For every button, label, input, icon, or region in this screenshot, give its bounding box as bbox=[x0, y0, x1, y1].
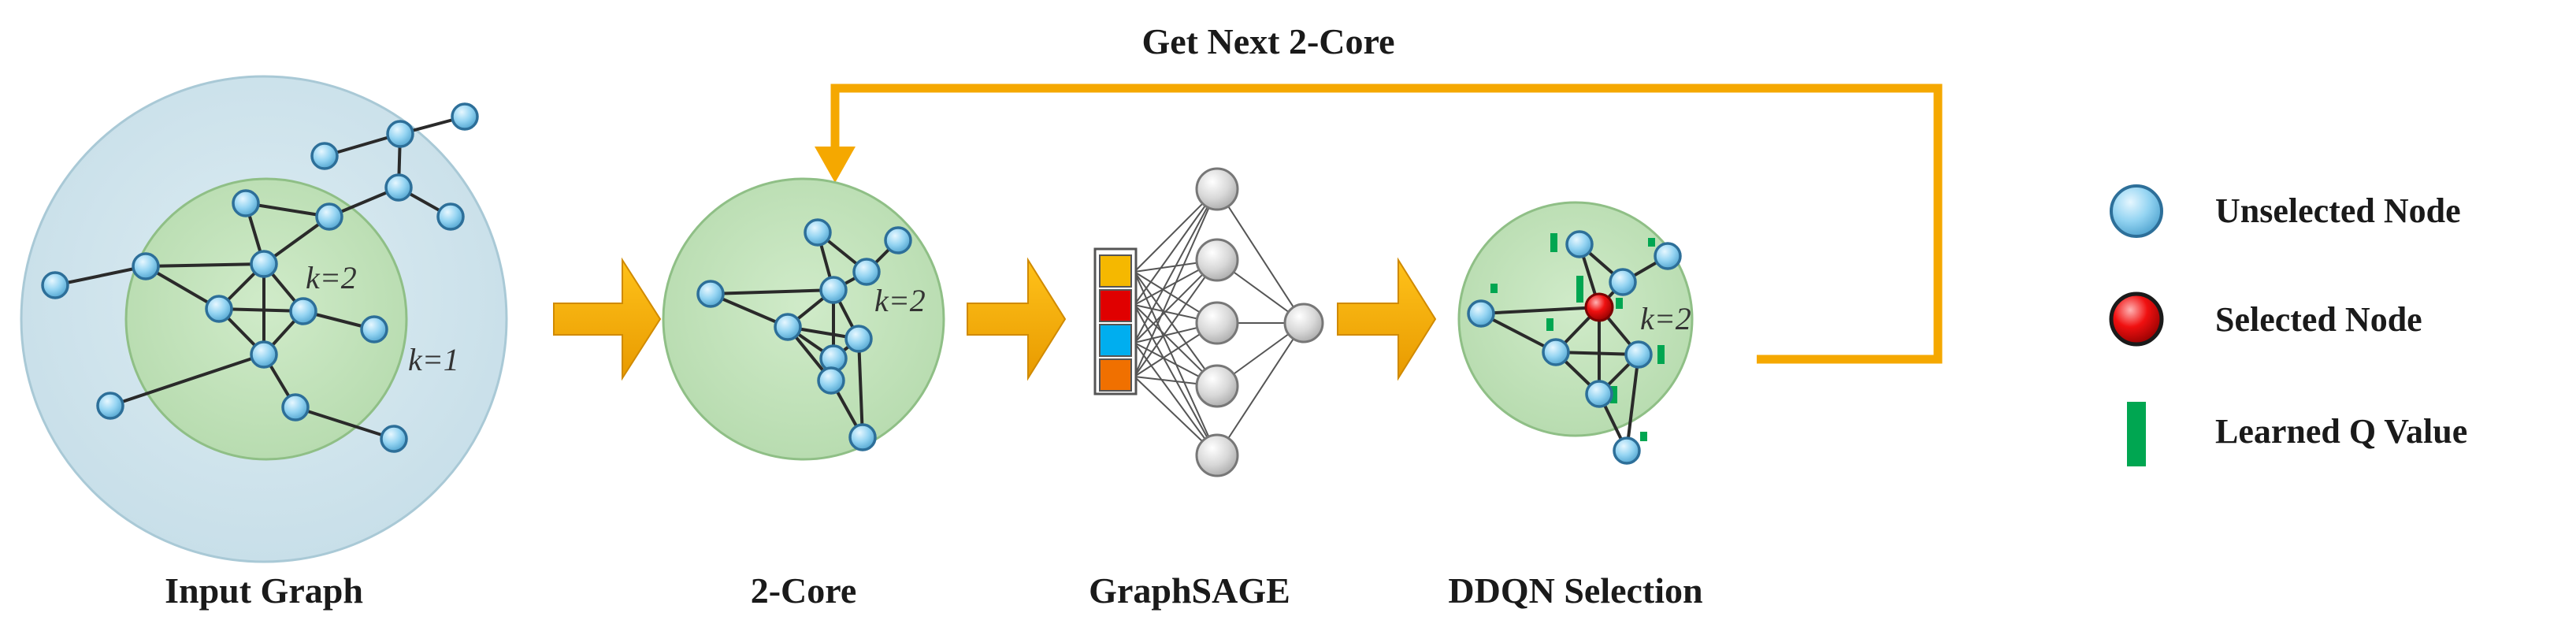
graph-node bbox=[380, 425, 408, 453]
q-value-bar bbox=[1490, 284, 1498, 293]
graph-node bbox=[1654, 242, 1682, 270]
neuron bbox=[1195, 301, 1239, 345]
feature-vector bbox=[1093, 247, 1138, 395]
graph-node bbox=[250, 250, 278, 278]
q-value-bar bbox=[1576, 276, 1583, 303]
step-arrow-3 bbox=[1337, 257, 1437, 381]
graph-node bbox=[1609, 268, 1637, 296]
graph-node bbox=[804, 218, 832, 247]
step-arrow-1 bbox=[553, 257, 662, 381]
neuron bbox=[1195, 238, 1239, 282]
q-value-bars bbox=[1490, 233, 1665, 441]
input-graph-nodes bbox=[41, 102, 479, 453]
feature-cell bbox=[1099, 358, 1132, 392]
hidden-layer bbox=[1195, 167, 1239, 477]
q-value-bar bbox=[1550, 233, 1557, 252]
caption-input-graph: Input Graph bbox=[165, 570, 363, 611]
graph-node bbox=[848, 423, 877, 451]
graph-node bbox=[696, 280, 725, 308]
legend-unselected-swatch bbox=[2110, 184, 2163, 238]
feature-cell bbox=[1099, 289, 1132, 322]
q-value-bar bbox=[1657, 345, 1665, 364]
loop-arrowhead bbox=[815, 147, 856, 183]
graph-node bbox=[315, 202, 343, 231]
q-value-bar bbox=[1648, 238, 1655, 247]
q-value-bar bbox=[1610, 386, 1617, 403]
graph-node bbox=[250, 340, 278, 369]
graph-node bbox=[384, 173, 413, 202]
neuron bbox=[1195, 433, 1239, 477]
k2-label: k=2 bbox=[1640, 301, 1691, 336]
graph-node bbox=[1613, 436, 1641, 465]
graph-node bbox=[844, 325, 873, 353]
ddqn-nodes bbox=[1467, 230, 1682, 465]
feature-cell bbox=[1099, 324, 1132, 357]
graph-node bbox=[132, 252, 160, 280]
graphsage-network bbox=[1093, 167, 1324, 477]
feature-cell bbox=[1099, 254, 1132, 288]
neuron bbox=[1195, 167, 1239, 211]
legend-unselected-label: Unselected Node bbox=[2215, 191, 2461, 230]
legend-selected-label: Selected Node bbox=[2215, 300, 2422, 339]
graph-node bbox=[1585, 380, 1613, 408]
graph-node bbox=[360, 315, 388, 343]
legend-selected-swatch bbox=[2109, 292, 2164, 347]
k1-label: k=1 bbox=[408, 342, 459, 377]
output-neuron bbox=[1283, 303, 1324, 343]
graph-node bbox=[386, 120, 414, 148]
graph-node bbox=[819, 276, 848, 304]
step-arrow-2 bbox=[967, 257, 1067, 381]
graph-node bbox=[205, 295, 233, 323]
graph-node bbox=[451, 102, 479, 131]
legend-qvalue-swatch bbox=[2127, 402, 2146, 466]
caption-two-core: 2-Core bbox=[751, 570, 857, 611]
input-graph: k=2 k=1 bbox=[20, 75, 508, 563]
graph-node bbox=[884, 226, 912, 254]
caption-ddqn: DDQN Selection bbox=[1448, 570, 1702, 611]
graph-node bbox=[310, 142, 339, 170]
k2-core-region bbox=[124, 177, 408, 461]
graph-node bbox=[232, 189, 260, 217]
graph-node bbox=[1542, 338, 1570, 366]
graph-node bbox=[774, 313, 802, 341]
graph-node bbox=[96, 392, 124, 420]
legend: Unselected Node Selected Node Learned Q … bbox=[2109, 184, 2467, 466]
graph-node bbox=[817, 366, 845, 395]
q-value-bar bbox=[1546, 318, 1553, 331]
ddqn-graph: k=2 bbox=[1457, 201, 1694, 465]
graph-node bbox=[41, 271, 69, 299]
core-region bbox=[1457, 201, 1694, 437]
graph-node bbox=[289, 297, 317, 325]
feedback-loop bbox=[815, 84, 1943, 364]
core-region bbox=[662, 177, 945, 461]
graph-node bbox=[1624, 340, 1653, 369]
selected-node bbox=[1584, 292, 1614, 322]
graph-node bbox=[852, 258, 881, 286]
loop-label: Get Next 2-Core bbox=[1141, 21, 1394, 61]
k2-label: k=2 bbox=[306, 260, 357, 295]
two-core-nodes bbox=[696, 218, 912, 451]
q-value-bar bbox=[1640, 432, 1647, 441]
caption-graphsage: GraphSAGE bbox=[1089, 570, 1290, 611]
graph-node bbox=[1467, 299, 1495, 328]
graph-node bbox=[281, 393, 310, 421]
k2-label: k=2 bbox=[874, 283, 926, 318]
q-value-bar bbox=[1616, 298, 1623, 309]
graph-node bbox=[1565, 230, 1594, 258]
two-core-graph: k=2 bbox=[662, 177, 945, 461]
legend-qvalue-label: Learned Q Value bbox=[2215, 412, 2467, 451]
neuron bbox=[1195, 364, 1239, 408]
graph-node bbox=[436, 202, 465, 231]
